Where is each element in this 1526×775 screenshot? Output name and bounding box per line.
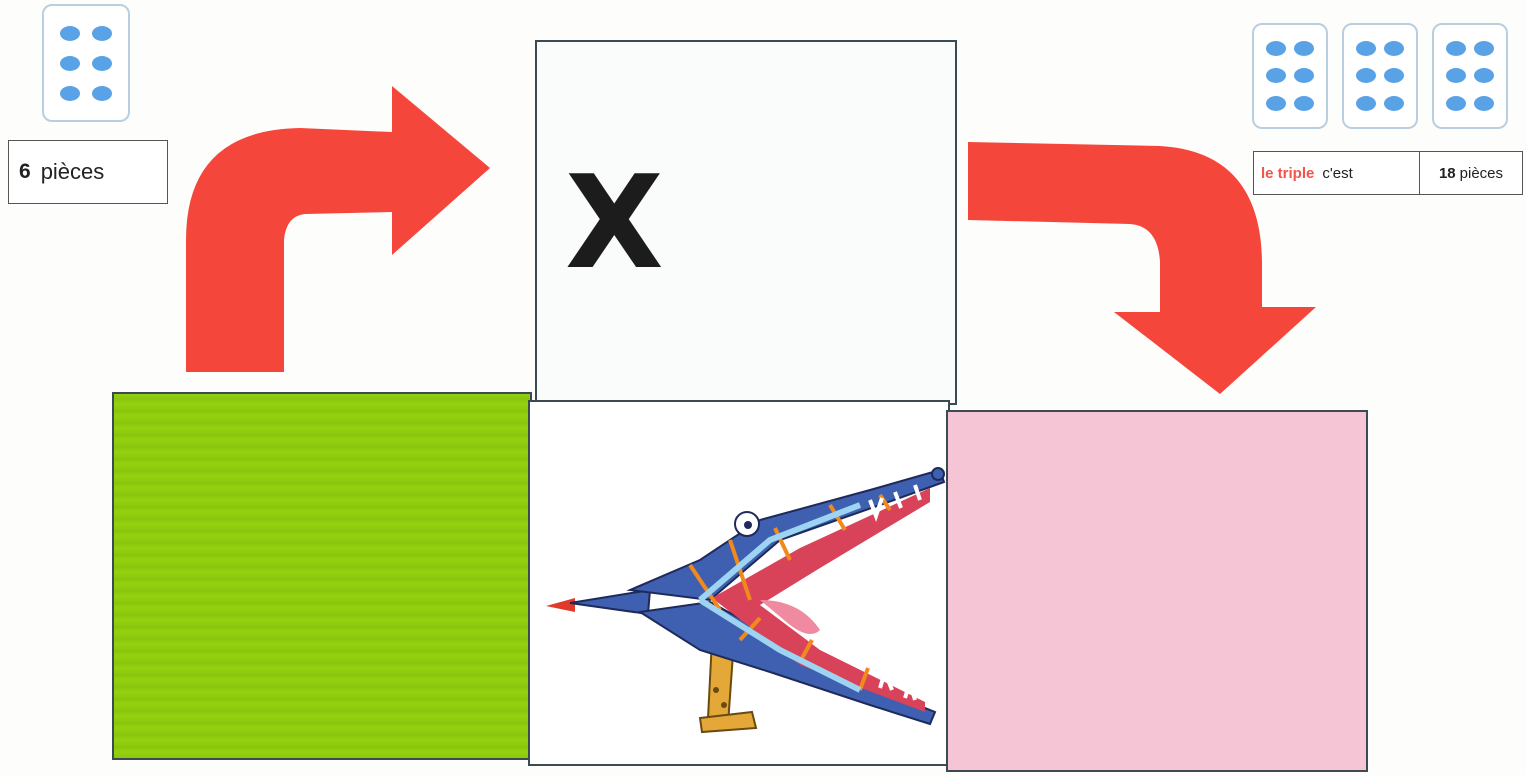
- crocodile-illustration: [0, 0, 1526, 775]
